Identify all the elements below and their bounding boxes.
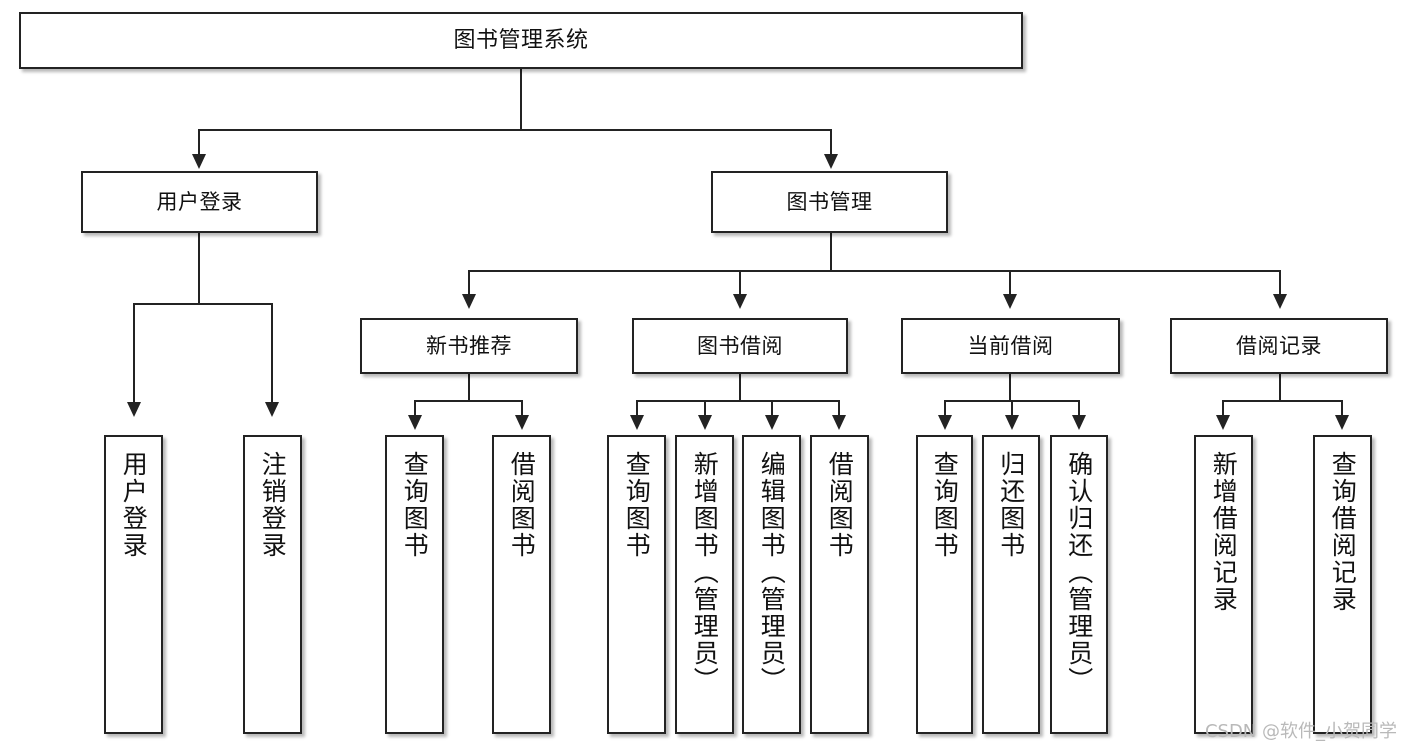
connector-borrowrecord-bus <box>1222 400 1342 402</box>
arrow-newbook-leaf-2 <box>515 415 529 430</box>
arrow-to-new-book-recommend <box>462 294 476 309</box>
leaf-newbook-borrow-book[interactable]: 借阅图书 <box>492 435 551 734</box>
connector-bookborrow-drop-2 <box>704 400 706 416</box>
leaf-currentborrow-confirm-return-admin[interactable]: 确认归还（管理员） <box>1050 435 1108 734</box>
node-book-borrow[interactable]: 图书借阅 <box>632 318 848 374</box>
node-label: 用户登录 <box>156 189 243 214</box>
leaf-borrowrecord-query-record[interactable]: 查询借阅记录 <box>1313 435 1372 734</box>
arrow-to-leaf-user-login <box>127 402 141 417</box>
node-label: 确认归还（管理员） <box>1064 451 1094 694</box>
connector-level2-bus <box>198 129 832 131</box>
connector-root-down <box>520 68 522 129</box>
connector-borrowrecord-down <box>1279 373 1281 401</box>
arrow-to-current-borrow <box>1003 294 1017 309</box>
node-label: 归还图书 <box>996 451 1026 559</box>
arrow-currentborrow-leaf-1 <box>938 415 952 430</box>
leaf-newbook-query-book[interactable]: 查询图书 <box>385 435 444 734</box>
arrow-to-book-manage <box>824 154 838 169</box>
node-label: 用户登录 <box>119 451 149 559</box>
node-label: 借阅图书 <box>507 451 537 559</box>
connector-bookborrow-drop-4 <box>838 400 840 416</box>
node-label: 当前借阅 <box>967 333 1054 358</box>
connector-bookborrow-drop-3 <box>771 400 773 416</box>
node-label: 新增图书（管理员） <box>690 451 720 694</box>
node-label: 新书推荐 <box>426 333 512 358</box>
node-current-borrow[interactable]: 当前借阅 <box>901 318 1120 374</box>
node-label: 新增借阅记录 <box>1209 451 1239 613</box>
connector-level3-bus <box>468 270 1280 272</box>
node-label: 借阅记录 <box>1236 333 1322 358</box>
arrow-bookborrow-leaf-1 <box>630 415 644 430</box>
connector-currentborrow-drop-3 <box>1078 400 1080 416</box>
arrow-bookborrow-leaf-2 <box>698 415 712 430</box>
node-label: 查询图书 <box>400 451 430 559</box>
arrow-currentborrow-leaf-3 <box>1072 415 1086 430</box>
connector-level2-right-drop <box>830 129 832 155</box>
leaf-bookborrow-borrow-book[interactable]: 借阅图书 <box>810 435 869 734</box>
node-root-book-management-system[interactable]: 图书管理系统 <box>19 12 1023 69</box>
leaf-currentborrow-return-book[interactable]: 归还图书 <box>982 435 1040 734</box>
node-label: 图书管理系统 <box>453 27 589 53</box>
connector-newbook-bus <box>414 400 522 402</box>
connector-newbook-down <box>468 373 470 401</box>
arrow-currentborrow-leaf-2 <box>1005 415 1019 430</box>
arrow-newbook-leaf-1 <box>408 415 422 430</box>
arrow-bookborrow-leaf-3 <box>765 415 779 430</box>
connector-user-login-down <box>198 232 200 303</box>
connector-currentborrow-down <box>1009 373 1011 401</box>
node-user-login[interactable]: 用户登录 <box>81 171 318 233</box>
leaf-currentborrow-query-book[interactable]: 查询图书 <box>916 435 973 734</box>
leaf-logout[interactable]: 注销登录 <box>243 435 302 734</box>
node-label: 查询借阅记录 <box>1328 451 1358 613</box>
node-new-book-recommend[interactable]: 新书推荐 <box>360 318 578 374</box>
connector-bookborrow-down <box>739 373 741 401</box>
connector-newbook-drop-1 <box>414 400 416 416</box>
connector-newbook-drop-2 <box>521 400 523 416</box>
connector-bookborrow-bus <box>636 400 839 402</box>
csdn-watermark: CSDN @软件_小贺同学 <box>1204 721 1397 742</box>
connector-user-login-leaf2-drop <box>271 303 273 403</box>
node-label: 图书管理 <box>786 189 873 214</box>
arrow-to-book-borrow <box>733 294 747 309</box>
arrow-to-user-login <box>192 154 206 169</box>
connector-level3-drop-4 <box>1279 270 1281 295</box>
connector-level3-drop-3 <box>1009 270 1011 295</box>
connector-level2-left-drop <box>198 129 200 155</box>
connector-bookborrow-drop-1 <box>636 400 638 416</box>
connector-book-manage-down <box>830 232 832 271</box>
arrow-bookborrow-leaf-4 <box>832 415 846 430</box>
connector-level3-drop-2 <box>739 270 741 295</box>
arrow-to-borrow-record <box>1273 294 1287 309</box>
arrow-borrowrecord-leaf-2 <box>1335 415 1349 430</box>
connector-user-login-leaf1-drop <box>133 303 135 403</box>
connector-borrowrecord-drop-1 <box>1222 400 1224 416</box>
leaf-bookborrow-query-book[interactable]: 查询图书 <box>607 435 666 734</box>
node-label: 注销登录 <box>258 451 288 559</box>
node-label: 借阅图书 <box>825 451 855 559</box>
node-label: 编辑图书（管理员） <box>757 451 787 694</box>
connector-borrowrecord-drop-2 <box>1341 400 1343 416</box>
arrow-borrowrecord-leaf-1 <box>1216 415 1230 430</box>
node-label: 图书借阅 <box>697 333 783 358</box>
node-label: 查询图书 <box>622 451 652 559</box>
arrow-to-leaf-logout <box>265 402 279 417</box>
node-label: 查询图书 <box>930 451 960 559</box>
leaf-bookborrow-edit-book-admin[interactable]: 编辑图书（管理员） <box>742 435 801 734</box>
connector-user-login-bus <box>133 303 272 305</box>
leaf-bookborrow-add-book-admin[interactable]: 新增图书（管理员） <box>675 435 734 734</box>
connector-currentborrow-drop-2 <box>1011 400 1013 416</box>
leaf-user-login[interactable]: 用户登录 <box>104 435 163 734</box>
connector-level3-drop-1 <box>468 270 470 295</box>
leaf-borrowrecord-add-record[interactable]: 新增借阅记录 <box>1194 435 1253 734</box>
node-borrow-record[interactable]: 借阅记录 <box>1170 318 1388 374</box>
node-book-management[interactable]: 图书管理 <box>711 171 948 233</box>
connector-currentborrow-drop-1 <box>944 400 946 416</box>
